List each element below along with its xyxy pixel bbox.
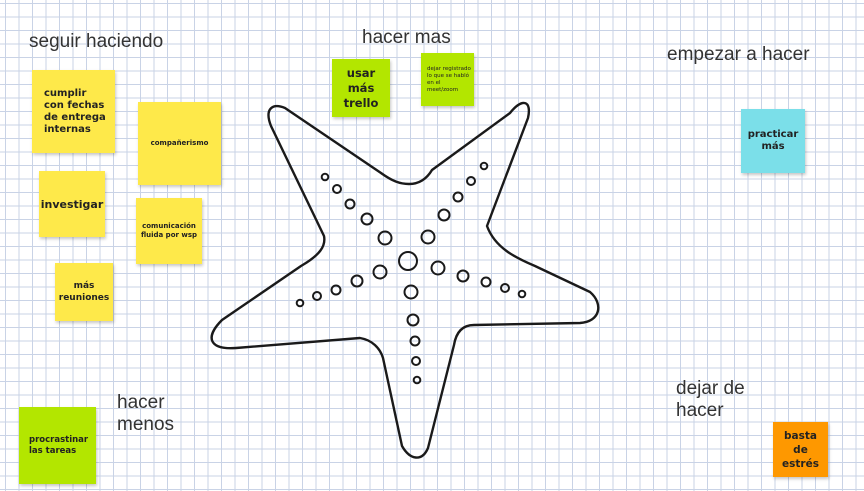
note-mas-reuniones-text: más reuniones <box>58 281 110 303</box>
heading-hacer-mas: hacer mas <box>362 27 451 48</box>
note-dejar-registrado[interactable]: dejar registrado lo que se habló en el m… <box>421 53 474 106</box>
note-investigar[interactable]: investigar <box>39 171 105 237</box>
note-cumplir-fechas-text: cumplir con fechas de entrega internas <box>44 87 106 135</box>
note-basta-estres[interactable]: basta de estrés <box>773 422 828 477</box>
note-procrastinar[interactable]: procrastinar las tareas <box>19 407 96 484</box>
note-mas-reuniones[interactable]: más reuniones <box>55 263 113 321</box>
note-basta-estres-text: basta de estrés <box>782 429 819 470</box>
note-cumplir-fechas[interactable]: cumplir con fechas de entrega internas <box>32 70 115 153</box>
note-dejar-registrado-text: dejar registrado lo que se habló en el m… <box>427 65 471 93</box>
note-companerismo-text: compañerismo <box>150 139 209 147</box>
note-comunicacion-fluida-text: comunicación fluida por wsp <box>140 222 198 239</box>
note-comunicacion-fluida[interactable]: comunicación fluida por wsp <box>136 198 202 264</box>
heading-hacer-menos: hacer menos <box>117 392 175 435</box>
note-investigar-text: investigar <box>40 197 104 211</box>
note-practicar-mas-text: practicar más <box>747 129 799 152</box>
heading-empezar-a-hacer: empezar a hacer <box>667 44 810 65</box>
note-usar-trello-text: usar más trello <box>343 65 379 110</box>
note-procrastinar-text: procrastinar las tareas <box>29 434 89 456</box>
heading-seguir-haciendo: seguir haciendo <box>29 31 164 52</box>
note-companerismo[interactable]: compañerismo <box>138 102 221 185</box>
heading-dejar-de-hacer: dejar de hacer <box>676 378 745 421</box>
note-usar-trello[interactable]: usar más trello <box>332 59 390 117</box>
note-practicar-mas[interactable]: practicar más <box>741 109 805 173</box>
